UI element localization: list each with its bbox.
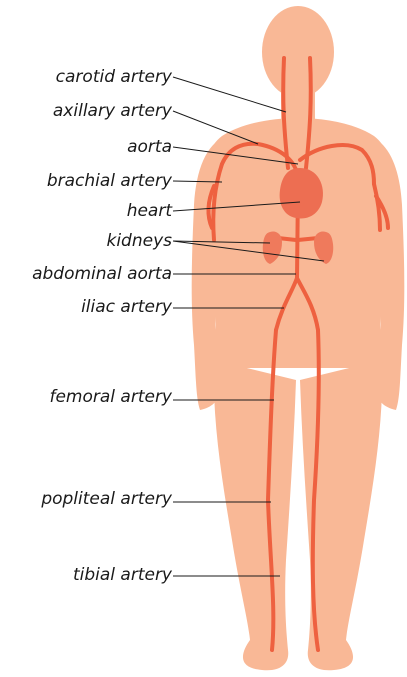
leader-line-carotid — [173, 77, 286, 112]
label-brachial-artery: brachial artery — [47, 171, 172, 191]
label-tibial-artery: tibial artery — [73, 565, 172, 585]
label-heart: heart — [127, 201, 172, 221]
label-carotid-artery: carotid artery — [56, 67, 172, 87]
label-femoral-artery: femoral artery — [49, 387, 172, 407]
hips — [213, 320, 383, 368]
left-leg — [214, 360, 296, 670]
label-aorta: aorta — [127, 137, 172, 157]
body-silhouette — [192, 6, 405, 670]
label-abdominal-aorta: abdominal aorta — [32, 264, 172, 284]
label-popliteal-artery: popliteal artery — [41, 489, 172, 509]
heart-shape — [280, 168, 323, 218]
label-axillary-artery: axillary artery — [53, 101, 172, 121]
label-iliac-artery: iliac artery — [81, 297, 172, 317]
label-kidneys: kidneys — [106, 231, 172, 251]
